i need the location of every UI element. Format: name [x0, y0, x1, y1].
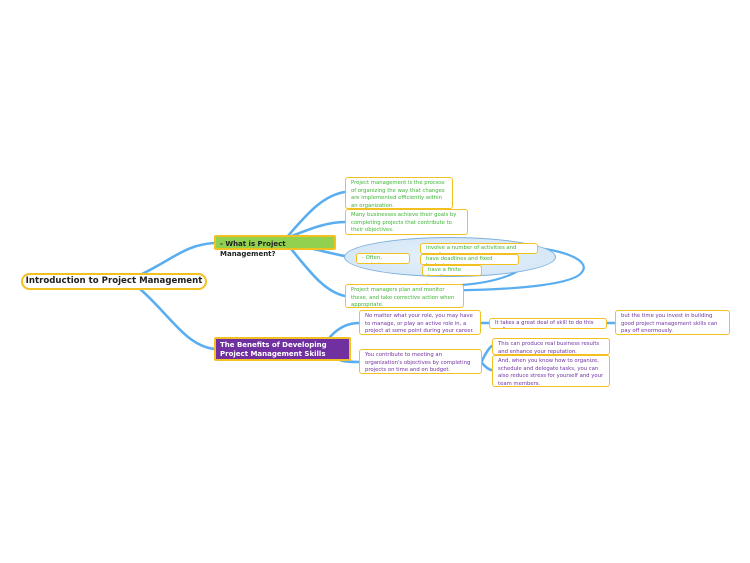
subtopic-business-results[interactable]: This can produce real business results a…: [492, 338, 610, 355]
often-item-finite-length-text: have a finite length: [428, 267, 462, 275]
subtopic-definition[interactable]: Project management is the process of org…: [345, 177, 453, 209]
subtopic-meeting-objectives[interactable]: You contribute to meeting an organizatio…: [359, 349, 482, 374]
link-what-topic1: [286, 190, 347, 238]
link-what-topic2: [290, 220, 347, 238]
link-root-what: [138, 241, 216, 277]
subtopic-meeting-objectives-text: You contribute to meeting an organizatio…: [365, 352, 471, 373]
topic-benefits-label: The Benefits of Developing Project Manag…: [220, 341, 327, 358]
link-what-topic3: [290, 248, 347, 298]
subtopic-business-goals[interactable]: Many businesses achieve their goals by c…: [345, 209, 468, 235]
subtopic-business-goals-text: Many businesses achieve their goals by c…: [351, 212, 457, 233]
often-item-finite-length[interactable]: have a finite length: [422, 265, 482, 276]
subtopic-reduce-stress[interactable]: And, when you know how to organize, sche…: [492, 355, 610, 387]
root-topic[interactable]: Introduction to Project Management: [21, 273, 207, 290]
subtopic-any-role[interactable]: No matter what your role, you may have t…: [359, 310, 481, 335]
subtopic-managers-plan[interactable]: Project managers plan and monitor these,…: [345, 284, 464, 308]
subtopic-often-projects[interactable]: - Often, projects...: [356, 253, 410, 264]
subtopic-business-results-text: This can produce real business results a…: [498, 341, 600, 355]
link-benefits-topic1: [328, 321, 361, 339]
topic-what-is-project-management[interactable]: - What is Project Management?: [214, 235, 336, 258]
often-item-deadlines-text: have deadlines and fixed budgets.: [426, 256, 493, 264]
subtopic-investment-note-text: but the time you invest in building good…: [621, 313, 718, 334]
root-topic-label: Introduction to Project Management: [25, 275, 203, 286]
link-root-benefits: [138, 287, 216, 351]
topic-benefits[interactable]: The Benefits of Developing Project Manag…: [214, 337, 351, 361]
subtopic-often-projects-label: - Often, projects...: [362, 255, 388, 263]
often-item-deadlines[interactable]: have deadlines and fixed budgets.: [420, 254, 519, 265]
link-topic2-result1: [480, 344, 494, 363]
subtopic-skill-note-text: It takes a great deal of skill to do thi…: [495, 320, 594, 328]
subtopic-managers-plan-text: Project managers plan and monitor these,…: [351, 287, 455, 308]
often-item-activities-text: involve a number of activities and peopl…: [426, 245, 517, 253]
subtopic-investment-note[interactable]: but the time you invest in building good…: [615, 310, 730, 335]
often-item-activities[interactable]: involve a number of activities and peopl…: [420, 243, 538, 254]
subtopic-definition-text: Project management is the process of org…: [351, 180, 445, 209]
subtopic-reduce-stress-text: And, when you know how to organize, sche…: [498, 358, 604, 387]
subtopic-any-role-text: No matter what your role, you may have t…: [365, 313, 474, 334]
topic-what-label: - What is Project Management?: [220, 240, 286, 258]
subtopic-skill-note[interactable]: It takes a great deal of skill to do thi…: [489, 318, 607, 329]
link-topic2-result2: [480, 361, 494, 372]
